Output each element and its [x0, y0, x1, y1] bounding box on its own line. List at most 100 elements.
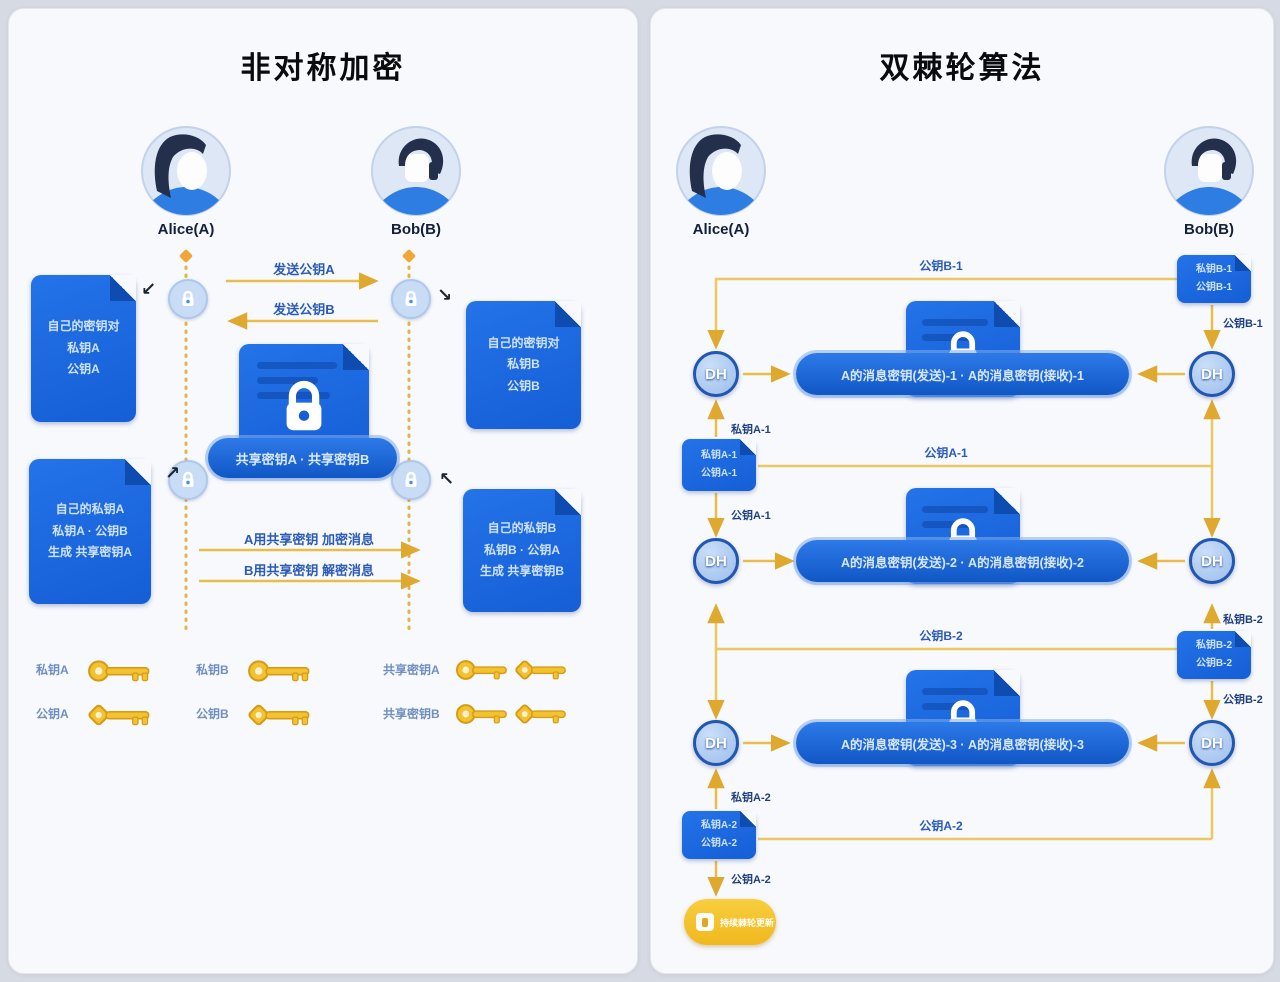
- message-key-pill-1: A的消息密钥(发送)-1 · A的消息密钥(接收)-1: [796, 353, 1129, 395]
- key-icon: [696, 913, 714, 931]
- card-line: 公钥B-1: [1195, 282, 1233, 293]
- doc-fold: [994, 670, 1020, 696]
- doc-line: 公钥A: [67, 362, 100, 377]
- send-pubkey-b-label: 发送公钥B: [273, 302, 335, 317]
- alice-keypair-doc: 自己的密钥对 私钥A 公钥A: [31, 275, 136, 422]
- long-arrow-label-b1: 公钥B-1: [919, 259, 963, 273]
- bob-avatar: [369, 124, 463, 218]
- doc-fold: [125, 459, 151, 485]
- card-line: 私钥B-1: [1195, 264, 1233, 275]
- card-line: 公钥B-2: [1195, 658, 1233, 669]
- doc-line: 公钥B: [507, 378, 540, 393]
- long-arrow-label-b2: 公钥B-2: [919, 629, 963, 643]
- alice-avatar-icon: [141, 126, 231, 216]
- card-line: 私钥A-2: [700, 820, 738, 831]
- long-arrow-label-a1: 公钥A-1: [924, 446, 968, 460]
- ratchet-update-pill: 持续棘轮更新: [684, 899, 776, 945]
- doc-line: 自己的私钥B: [487, 521, 557, 536]
- card-line: 私钥B-2: [1195, 640, 1233, 651]
- doc-fold: [740, 811, 756, 827]
- bob-name-label: Bob(B): [391, 221, 441, 238]
- message-key-pill-3: A的消息密钥(发送)-3 · A的消息密钥(接收)-3: [796, 722, 1129, 764]
- legend-shared-key-a-label: 共享密钥A: [383, 663, 440, 677]
- edge-label-prikey-a2: 私钥A-2: [731, 792, 771, 804]
- legend-public-key-b-label: 公钥B: [196, 707, 229, 721]
- alice-name-label: Alice(A): [692, 221, 750, 238]
- alice-name-label: Alice(A): [157, 221, 215, 238]
- doc-line: 自己的密钥对: [47, 319, 120, 334]
- page-title: 非对称加密: [240, 52, 406, 85]
- dh-node: DH: [1189, 351, 1235, 397]
- edge-label-prikey-a1: 私钥A-1: [731, 424, 771, 436]
- keycard-b2: 私钥B-2 公钥B-2: [1177, 631, 1251, 679]
- bob-avatar: [1162, 124, 1256, 218]
- corner-arrow-icon: ↖: [439, 469, 455, 489]
- bob-name-label: Bob(B): [1184, 221, 1234, 238]
- keycard-b1: 私钥B-1 公钥B-1: [1177, 255, 1251, 303]
- alice-avatar: [139, 124, 233, 218]
- lock-badge-icon: [391, 279, 431, 319]
- card-line: 公钥A-2: [700, 838, 738, 849]
- lock-icon: [286, 380, 322, 431]
- doc-fold: [343, 344, 369, 370]
- diamond-key-icon: [248, 704, 310, 726]
- shared-secret-pill: 共享密钥A · 共享密钥B: [208, 438, 397, 478]
- lock-badge-icon: [168, 460, 208, 500]
- dh-node: DH: [1189, 720, 1235, 766]
- doc-fold: [740, 439, 756, 455]
- round-key-icon: [248, 660, 310, 682]
- keycard-a1: 私钥A-1 公钥A-1: [682, 439, 756, 491]
- double-ratchet-panel: 双棘轮算法: [650, 8, 1274, 974]
- bob-shared-doc: 自己的私钥B 私钥B · 公钥A 生成 共享密钥B: [463, 489, 581, 612]
- doc-fold: [994, 301, 1020, 327]
- lock-badge-icon: [391, 460, 431, 500]
- dh-node: DH: [693, 538, 739, 584]
- doc-line: 生成 共享密钥A: [47, 545, 132, 560]
- message-key-pill-2: A的消息密钥(发送)-2 · A的消息密钥(接收)-2: [796, 540, 1129, 582]
- corner-arrow-icon: ↘: [437, 285, 453, 305]
- diamond-key-icon: [88, 704, 150, 726]
- doc-fold: [994, 488, 1020, 514]
- alice-avatar-icon: [676, 126, 766, 216]
- dh-node: DH: [693, 720, 739, 766]
- edge-label-pubkey-a1: 公钥A-1: [731, 510, 771, 522]
- bob-avatar-icon: [1164, 126, 1254, 216]
- legend-private-key-a-label: 私钥A: [36, 663, 69, 677]
- decrypt-message-label: B用共享密钥 解密消息: [243, 563, 374, 578]
- round-key-icon: [88, 660, 150, 682]
- doc-fold: [555, 301, 581, 327]
- legend-shared-key-b-label: 共享密钥B: [383, 707, 440, 721]
- doc-line: 自己的私钥A: [55, 502, 125, 517]
- legend-private-key-b-label: 私钥B: [196, 663, 229, 677]
- dh-node: DH: [1189, 538, 1235, 584]
- corner-arrow-icon: ↙: [141, 279, 157, 299]
- card-line: 公钥A-1: [700, 468, 738, 479]
- doc-line: 私钥A · 公钥B: [52, 523, 128, 538]
- corner-arrow-icon: ↗: [165, 463, 181, 483]
- doc-line: 私钥B: [507, 357, 540, 372]
- edge-label-pubkey-a2: 公钥A-2: [731, 874, 771, 886]
- key-pair-icon: [455, 704, 566, 724]
- send-pubkey-a-label: 发送公钥A: [273, 262, 335, 277]
- doc-fold: [555, 489, 581, 515]
- alice-avatar: [674, 124, 768, 218]
- legend-public-key-a-label: 公钥A: [36, 707, 69, 721]
- timeline-diamond-icon: [401, 248, 417, 264]
- ratchet-update-label: 持续棘轮更新: [720, 917, 775, 928]
- doc-fold: [110, 275, 136, 301]
- key-pair-icon: [455, 660, 566, 680]
- doc-line: 生成 共享密钥B: [479, 564, 564, 579]
- doc-fold: [1235, 631, 1251, 647]
- alice-shared-doc: 自己的私钥A 私钥A · 公钥B 生成 共享密钥A: [29, 459, 151, 604]
- doc-fold: [1235, 255, 1251, 271]
- bob-keypair-doc: 自己的密钥对 私钥B 公钥B: [466, 301, 581, 429]
- edge-label-prikey-b2: 私钥B-2: [1223, 614, 1263, 626]
- bob-avatar-icon: [371, 126, 461, 216]
- edge-label-pubkey-b2: 公钥B-2: [1223, 694, 1263, 706]
- asymmetric-encryption-panel: 非对称加密 Alice(A): [8, 8, 638, 974]
- dh-node: DH: [693, 351, 739, 397]
- page-title: 双棘轮算法: [879, 52, 1045, 85]
- keycard-a2: 私钥A-2 公钥A-2: [682, 811, 756, 859]
- edge-label-pubkey-b1: 公钥B-1: [1223, 318, 1263, 330]
- card-line: 私钥A-1: [700, 450, 738, 461]
